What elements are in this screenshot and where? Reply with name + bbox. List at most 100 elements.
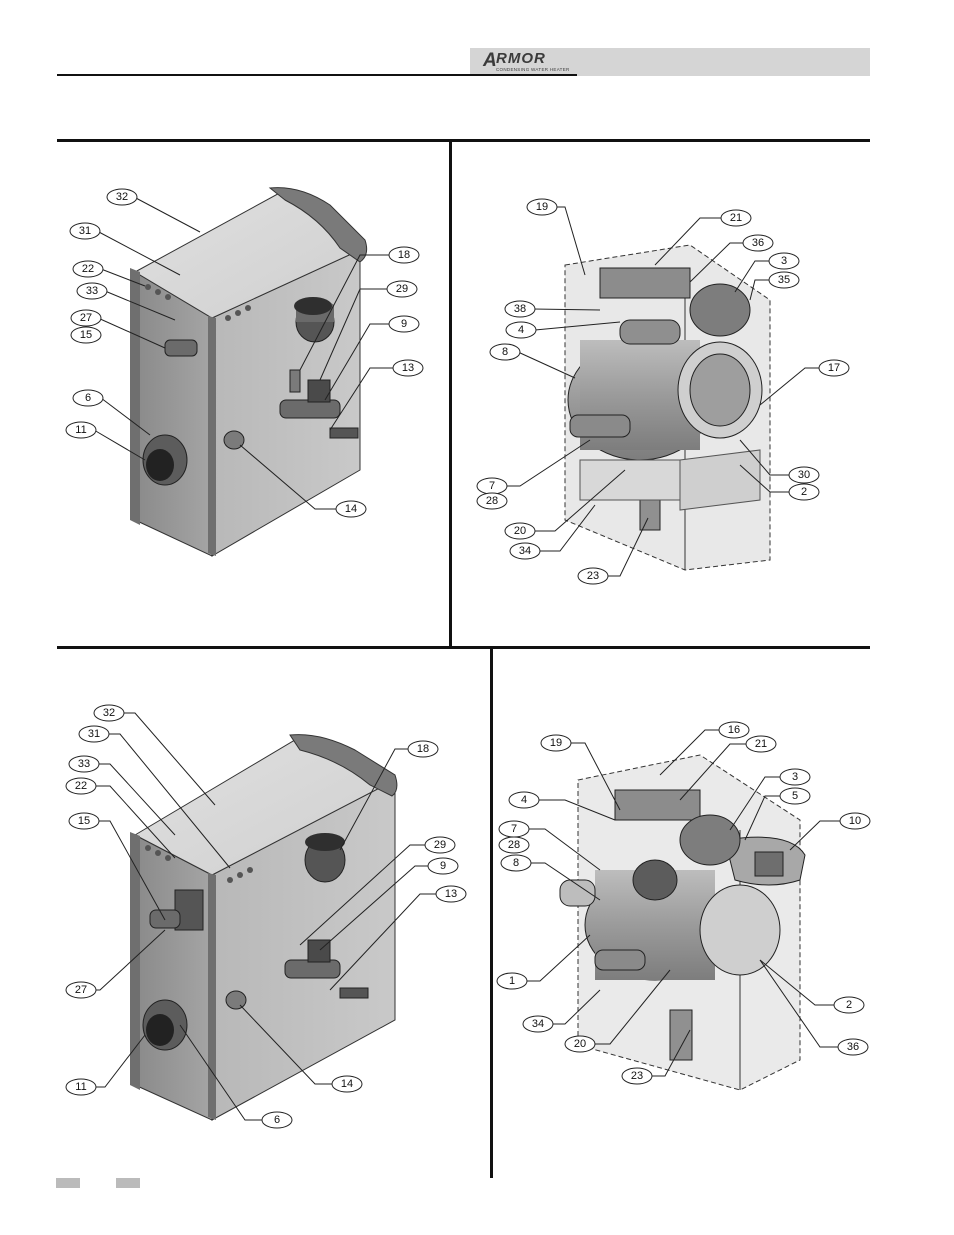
svg-text:9: 9 <box>401 318 407 330</box>
header-rule <box>57 74 577 76</box>
svg-text:4: 4 <box>518 324 524 336</box>
callout-34: 34 <box>522 1015 554 1033</box>
svg-text:18: 18 <box>398 249 410 261</box>
callout-21: 21 <box>745 735 777 753</box>
callout-17: 17 <box>818 359 850 377</box>
callout-8: 8 <box>500 854 532 872</box>
svg-text:14: 14 <box>341 1078 353 1090</box>
callout-2: 2 <box>788 483 820 501</box>
callout-15: 15 <box>70 326 102 344</box>
callout-29: 29 <box>424 836 456 854</box>
callout-27: 27 <box>65 981 97 999</box>
svg-text:6: 6 <box>274 1114 280 1126</box>
svg-text:14: 14 <box>345 503 357 515</box>
svg-text:4: 4 <box>521 794 527 806</box>
callout-36: 36 <box>837 1038 869 1056</box>
svg-text:28: 28 <box>486 495 498 507</box>
cabinet-rear-view-top <box>130 187 368 557</box>
callout-28: 28 <box>476 492 508 510</box>
svg-text:18: 18 <box>417 743 429 755</box>
callout-11: 11 <box>65 421 97 439</box>
svg-text:16: 16 <box>728 724 740 736</box>
svg-text:33: 33 <box>78 758 90 770</box>
callouts-top-right: 19 21 36 3 35 38 4 8 17 30 2 7 28 20 34 … <box>476 198 850 585</box>
svg-text:36: 36 <box>752 237 764 249</box>
callout-2: 2 <box>833 996 865 1014</box>
callout-19: 19 <box>540 734 572 752</box>
svg-text:17: 17 <box>828 362 840 374</box>
logo-wordmark: RMOR <box>496 50 546 67</box>
svg-text:20: 20 <box>574 1038 586 1050</box>
svg-text:11: 11 <box>75 1081 86 1093</box>
svg-text:36: 36 <box>847 1041 859 1053</box>
section-divider-vertical-top <box>449 139 452 648</box>
svg-text:38: 38 <box>514 303 526 315</box>
svg-text:7: 7 <box>511 823 517 835</box>
svg-text:7: 7 <box>489 480 495 492</box>
svg-text:6: 6 <box>85 392 91 404</box>
svg-text:29: 29 <box>396 283 408 295</box>
callout-30: 30 <box>788 466 820 484</box>
section-divider-middle <box>57 646 870 649</box>
callouts-bottom-right: 19 16 21 4 3 5 7 28 8 10 1 2 34 20 36 23 <box>496 721 871 1085</box>
callout-32: 32 <box>106 188 138 206</box>
callout-7: 7 <box>476 477 508 495</box>
callout-29: 29 <box>386 280 418 298</box>
callout-1: 1 <box>496 972 528 990</box>
svg-text:28: 28 <box>508 839 520 851</box>
callouts-top-left: 32 31 22 33 27 15 6 11 18 29 9 13 14 <box>65 188 424 518</box>
callout-19: 19 <box>526 198 558 216</box>
callout-7: 7 <box>498 820 530 838</box>
svg-text:5: 5 <box>792 790 798 802</box>
svg-text:35: 35 <box>778 274 790 286</box>
callout-4: 4 <box>508 791 540 809</box>
callout-8: 8 <box>489 343 521 361</box>
callout-33: 33 <box>76 282 108 300</box>
svg-text:10: 10 <box>849 815 861 827</box>
svg-text:32: 32 <box>116 191 128 203</box>
svg-text:2: 2 <box>801 486 807 498</box>
svg-text:27: 27 <box>75 984 87 996</box>
svg-text:31: 31 <box>79 225 91 237</box>
callout-15: 15 <box>68 812 100 830</box>
callout-3: 3 <box>768 252 800 270</box>
callout-10: 10 <box>839 812 871 830</box>
logo-letter: A <box>483 50 497 71</box>
svg-text:31: 31 <box>88 728 100 740</box>
callout-4: 4 <box>505 321 537 339</box>
callout-28: 28 <box>498 836 530 854</box>
section-divider-top <box>57 139 870 142</box>
callout-14: 14 <box>331 1075 363 1093</box>
svg-text:34: 34 <box>519 545 531 557</box>
footer-box-right <box>116 1178 140 1188</box>
callout-22: 22 <box>72 260 104 278</box>
svg-text:30: 30 <box>798 469 810 481</box>
section-divider-vertical-bottom <box>490 646 493 1178</box>
callout-9: 9 <box>388 315 420 333</box>
callout-6: 6 <box>72 389 104 407</box>
callout-33: 33 <box>68 755 100 773</box>
svg-text:2: 2 <box>846 999 852 1011</box>
svg-text:23: 23 <box>587 570 599 582</box>
leader-lines <box>93 196 842 1121</box>
callout-27: 27 <box>70 309 102 327</box>
callout-11: 11 <box>65 1078 97 1096</box>
svg-text:20: 20 <box>514 525 526 537</box>
callout-23: 23 <box>621 1067 653 1085</box>
callout-6: 6 <box>261 1111 293 1129</box>
callout-16: 16 <box>718 721 750 739</box>
svg-text:3: 3 <box>792 771 798 783</box>
svg-text:22: 22 <box>82 263 94 275</box>
callout-20: 20 <box>564 1035 596 1053</box>
callout-3: 3 <box>779 768 811 786</box>
callout-21: 21 <box>720 209 752 227</box>
callout-36: 36 <box>742 234 774 252</box>
svg-text:21: 21 <box>755 738 767 750</box>
svg-text:27: 27 <box>80 312 92 324</box>
callout-35: 35 <box>768 271 800 289</box>
callout-23: 23 <box>577 567 609 585</box>
header-bar <box>470 48 870 76</box>
svg-text:21: 21 <box>730 212 742 224</box>
svg-text:23: 23 <box>631 1070 643 1082</box>
